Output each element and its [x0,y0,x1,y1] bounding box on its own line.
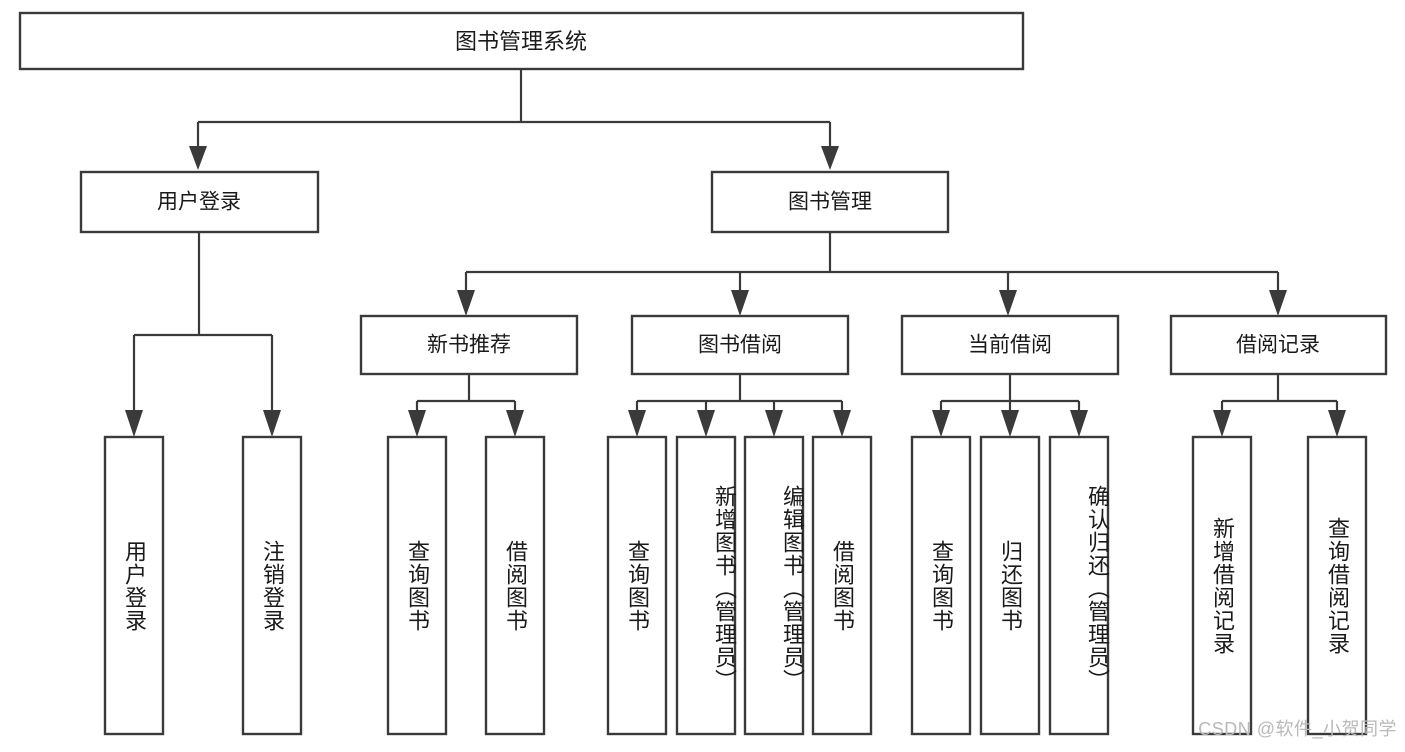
arrowhead-leaf-query-book-3 [932,410,950,437]
arrowhead-leaf-confirm-return [1070,410,1088,437]
node-book-borrow-box[interactable] [630,314,850,376]
node-new-book-recommend-box[interactable] [359,314,579,376]
arrowhead-new-book-recommend [457,290,475,316]
leaf-query-book-1-box[interactable] [386,435,448,736]
leaf-add-borrow-record-box[interactable] [1191,435,1253,736]
arrowhead-leaf-query-borrow-record [1328,410,1346,437]
node-current-borrow-box[interactable] [900,314,1120,376]
arrowhead-borrow-record [1269,290,1287,316]
arrowhead-leaf-logout-login [263,410,281,437]
node-root[interactable]: 图书管理系统 [18,11,1025,71]
node-borrow-record-label: 借阅记录 [1236,334,1320,357]
watermark-text: CSDN @软件_小贺同学 [1198,719,1397,739]
leaf-edit-book-box[interactable] [743,435,805,736]
leaf-query-borrow-record-box[interactable] [1306,435,1368,736]
arrowhead-book-management [821,146,839,170]
node-book-management-box[interactable] [710,170,950,234]
arrowhead-user-login [189,146,207,170]
node-root-label: 图书管理系统 [455,29,587,54]
node-current-borrow-label: 当前借阅 [968,334,1052,357]
arrowhead-leaf-edit-book [765,410,783,437]
arrowhead-leaf-return-book [1001,410,1019,437]
node-new-book-recommend-label: 新书推荐 [427,334,511,357]
node-borrow-record[interactable]: 借阅记录 [1169,314,1388,376]
arrowhead-leaf-add-borrow-record [1213,410,1231,437]
leaf-borrow-book-1-box[interactable] [484,435,546,736]
node-book-management[interactable]: 图书管理 [710,170,950,234]
connector-layer [125,70,1346,437]
leaf-add-book-box[interactable] [675,435,737,736]
node-root-box[interactable] [18,11,1025,71]
arrowhead-book-borrow [731,290,749,316]
arrowhead-leaf-query-book-1 [408,410,426,437]
leaf-query-book-3-box[interactable] [910,435,972,736]
arrowhead-leaf-add-book [697,410,715,437]
leaf-borrow-book-2-box[interactable] [811,435,873,736]
node-user-login-label: 用户登录 [157,191,241,214]
leaf-query-book-2-box[interactable] [606,435,668,736]
leaf-user-login-box[interactable] [103,435,165,736]
node-current-borrow[interactable]: 当前借阅 [900,314,1120,376]
node-user-login-box[interactable] [79,170,320,234]
leaf-logout-login-box[interactable] [241,435,303,736]
leaf-confirm-return-box[interactable] [1048,435,1110,736]
arrowhead-leaf-query-book-2 [628,410,646,437]
arrowhead-leaf-borrow-book-1 [506,410,524,437]
node-borrow-record-box[interactable] [1169,314,1388,376]
leaf-boxes [103,435,1368,736]
arrowhead-current-borrow [999,290,1017,316]
node-book-management-label: 图书管理 [788,191,872,214]
node-book-borrow-label: 图书借阅 [698,334,782,357]
node-user-login[interactable]: 用户登录 [79,170,320,234]
arrowhead-leaf-borrow-book-2 [833,410,851,437]
arrowhead-leaf-user-login [125,410,143,437]
leaf-return-book-box[interactable] [979,435,1041,736]
node-book-borrow[interactable]: 图书借阅 [630,314,850,376]
node-new-book-recommend[interactable]: 新书推荐 [359,314,579,376]
